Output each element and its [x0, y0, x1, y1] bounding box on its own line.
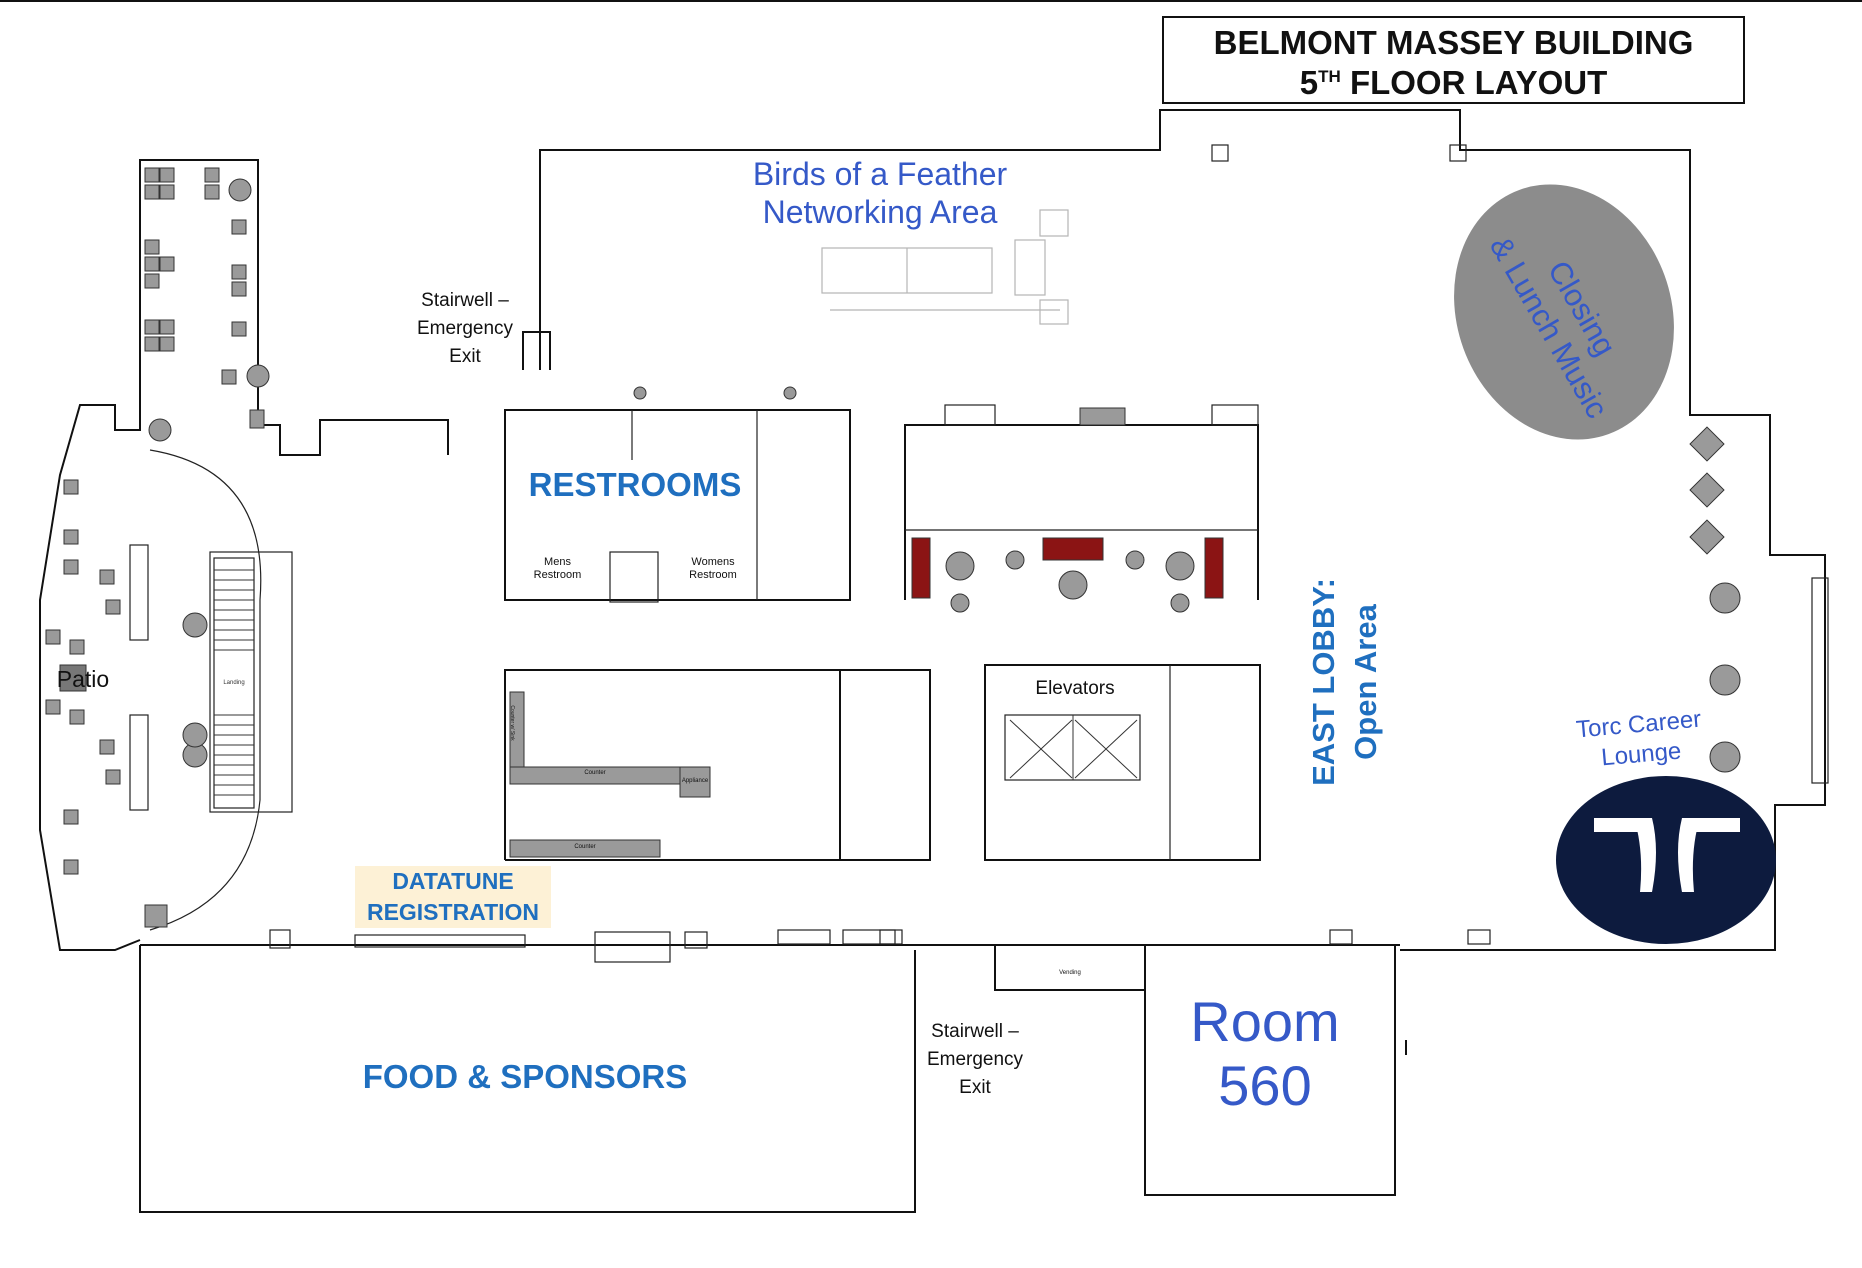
floor-title: BELMONT MASSEY BUILDING 5TH FLOOR LAYOUT	[1162, 16, 1745, 104]
patio-label: Patio	[56, 666, 110, 692]
birds-of-feather-label: Birds of a Feather Networking Area	[752, 156, 1008, 230]
restroom-block	[504, 409, 851, 601]
closing-area	[1454, 184, 1674, 440]
datatune-registration-label: DATATUNE REGISTRATION	[355, 866, 551, 928]
food-sponsors-label: FOOD & SPONSORS	[362, 1058, 688, 1095]
landing-label: Landing	[223, 680, 244, 686]
stairwell-bottom-label: Stairwell – Emergency Exit	[926, 1021, 1024, 1098]
counter-label-1: Counter	[584, 770, 606, 776]
elevator-block	[984, 664, 1261, 861]
appliance-label: Appliance	[681, 778, 709, 784]
torc-y-icon	[1594, 818, 1740, 892]
elevators-label: Elevators	[1035, 678, 1115, 699]
west-seating	[144, 167, 270, 768]
stairwell-top-label: Stairwell – Emergency Exit	[416, 290, 514, 367]
vending-label: Vending	[1059, 970, 1081, 976]
networking-furniture	[821, 209, 1069, 325]
counter-sink-label: Counter w/ Sink	[509, 705, 515, 741]
room-560-label: Room 560	[1190, 990, 1340, 1117]
building-name: BELMONT MASSEY BUILDING	[1213, 24, 1694, 61]
restrooms-label: RESTROOMS	[528, 466, 742, 503]
counter-label-2: Counter	[574, 844, 596, 850]
patio-seating	[45, 479, 168, 928]
east-lobby-label: EAST LOBBY: Open Area	[1306, 578, 1383, 786]
torc-logo	[1556, 776, 1776, 944]
torc-seating	[1689, 426, 1741, 773]
lounge-seating	[911, 537, 1224, 613]
floor-label: 5TH FLOOR LAYOUT	[1299, 64, 1608, 101]
outer-wall-top	[539, 109, 1826, 951]
